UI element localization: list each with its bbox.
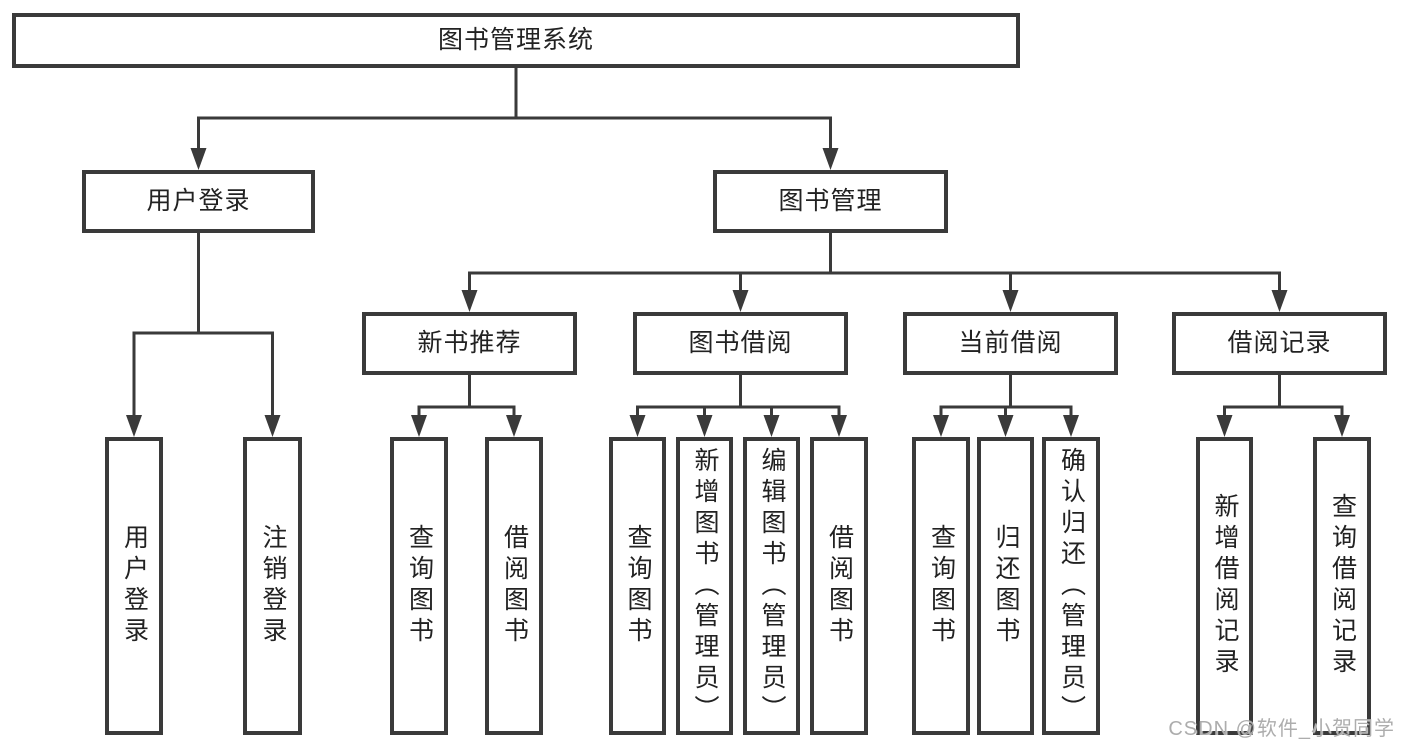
node-label: 查询图书: [927, 524, 956, 648]
node-label: 新书推荐: [417, 329, 522, 357]
node-label: 查询图书: [405, 524, 434, 648]
node-user-login-leaf: 用户登录: [105, 437, 163, 735]
node-label: 确认归还（管理员）: [1057, 446, 1086, 726]
node-label: 新增图书（管理员）: [691, 446, 719, 726]
node-user-login: 用户登录: [82, 170, 315, 233]
node-library-management-system: 图书管理系统: [12, 13, 1020, 68]
node-recommend-borrow-books: 借阅图书: [485, 437, 543, 735]
node-book-borrowing: 图书借阅: [633, 312, 848, 375]
node-borrowing-borrow-books: 借阅图书: [810, 437, 868, 735]
node-label: 图书借阅: [688, 329, 793, 357]
node-label: 用户登录: [120, 524, 149, 648]
node-label: 借阅记录: [1227, 329, 1332, 357]
node-label: 当前借阅: [958, 329, 1063, 357]
node-label: 图书管理: [778, 187, 883, 215]
node-query-borrow-record: 查询借阅记录: [1313, 437, 1371, 735]
node-return-books: 归还图书: [977, 437, 1034, 735]
node-book-management: 图书管理: [713, 170, 948, 233]
node-label: 查询图书: [624, 524, 652, 648]
node-label: 编辑图书（管理员）: [758, 446, 786, 726]
node-add-books-admin: 新增图书（管理员）: [676, 437, 733, 735]
node-recommend-query-books: 查询图书: [390, 437, 448, 735]
node-edit-books-admin: 编辑图书（管理员）: [743, 437, 800, 735]
node-new-book-recommendation: 新书推荐: [362, 312, 577, 375]
node-label: 用户登录: [146, 187, 251, 215]
node-label: 查询借阅记录: [1328, 493, 1357, 679]
node-current-borrowing: 当前借阅: [903, 312, 1118, 375]
node-current-query-books: 查询图书: [912, 437, 970, 735]
node-logout: 注销登录: [243, 437, 302, 735]
node-label: 新增借阅记录: [1211, 493, 1239, 679]
node-label: 借阅图书: [825, 524, 854, 648]
node-label: 注销登录: [259, 524, 287, 648]
csdn-watermark: CSDN @软件_小贺同学: [1168, 718, 1395, 740]
node-confirm-return-admin: 确认归还（管理员）: [1042, 437, 1100, 735]
node-label: 借阅图书: [500, 524, 529, 648]
node-borrowing-query-books: 查询图书: [609, 437, 666, 735]
node-borrowing-records: 借阅记录: [1172, 312, 1387, 375]
node-add-borrow-record: 新增借阅记录: [1196, 437, 1253, 735]
node-label: 图书管理系统: [437, 26, 594, 54]
node-label: 归还图书: [992, 524, 1020, 648]
